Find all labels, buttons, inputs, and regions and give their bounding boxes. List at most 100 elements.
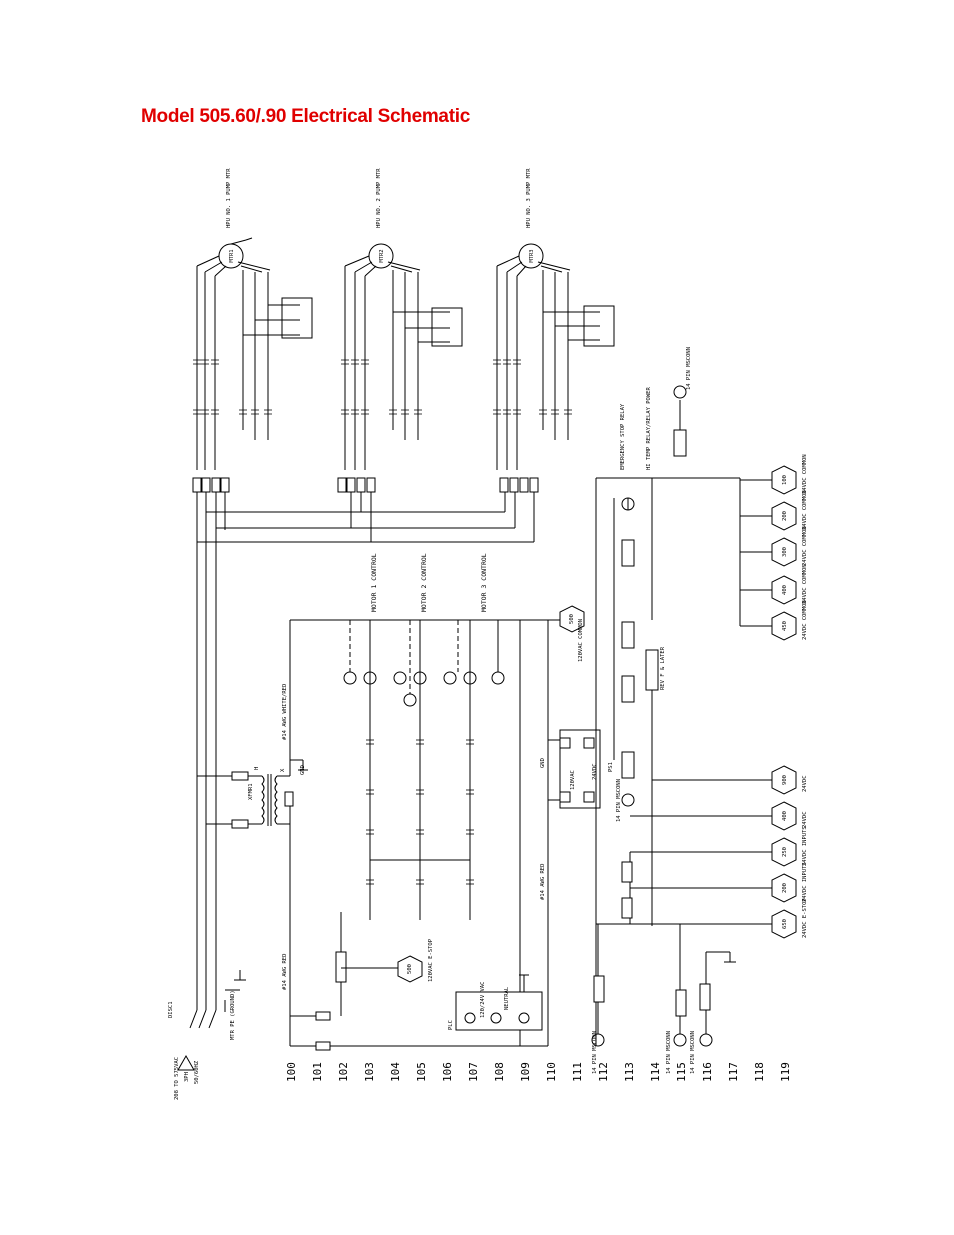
motor-3-tag: MTR3 [529,249,535,262]
svg-text:400: 400 [782,585,788,595]
rung-107: 107 [467,1062,480,1082]
svg-text:24VDC E-STOP: 24VDC E-STOP [802,898,808,938]
svg-text:500: 500 [569,614,575,624]
svg-text:200: 200 [782,511,788,521]
rung-100: 100 [285,1062,298,1082]
terminal-column-dc: 900 24VDC 400 24VDC 250 24VDC INPUTS 200… [771,765,808,939]
msconn-label-1: 14 PIN MSCONN [592,1031,598,1074]
wire-label-red-mid: #14 AWG RED [540,864,546,900]
msconn-label-mid: 14 PIN MSCONN [616,779,622,822]
motor-1-name: HPU NO. 1 PUMP MTR [226,168,232,228]
main-disconnect: DISC1 MTR PE (GROUND) 208 TO 575VAC 3PH … [168,970,246,1100]
svg-text:24VDC COMMON: 24VDC COMMON [802,454,808,494]
svg-text:24VDC COMMON: 24VDC COMMON [802,490,808,530]
svg-text:24VDC: 24VDC [802,775,808,792]
rung-112: 112 [597,1062,610,1082]
rung-108: 108 [493,1062,506,1082]
rung-116: 116 [701,1062,714,1082]
rung-110: 110 [545,1062,558,1082]
wire-label-white-red: #14 AWG WHITE/RED [282,684,288,740]
rung-117: 117 [727,1062,740,1082]
motor-1-control-rung [343,620,420,920]
power-supply-ps1: 120VAC 24VDC PS1 GND [540,729,614,809]
control-transformer: XFMR1 H X GND [197,620,308,1046]
svg-text:24VDC INPUTS: 24VDC INPUTS [802,826,808,866]
motor-3-control-rung [420,620,521,1046]
gnd-label-1: GND [300,765,306,775]
motor-2-symbol [368,243,394,269]
svg-text:450: 450 [782,621,788,631]
estop-branch: 500 120VAC E-STOP [290,912,434,1051]
rung-111: 111 [571,1062,584,1082]
svg-text:24VDC: 24VDC [592,763,598,780]
rung-114: 114 [649,1062,662,1082]
svg-text:GND: GND [540,758,546,768]
svg-text:24VDC COMMON: 24VDC COMMON [802,526,808,566]
motor-2-name: HPU NO. 2 PUMP MTR [376,168,382,228]
rung-109: 109 [519,1062,532,1082]
main-feed-lines [196,492,535,1010]
svg-text:208 TO 575VAC: 208 TO 575VAC [174,1057,180,1100]
plc-module: PLC 120/24V VAC NEUTRAL [448,974,543,1031]
msconn-label-3: 14 PIN MSCONN [690,1031,696,1074]
motor-contacts [193,359,572,415]
svg-text:50/60HZ: 50/60HZ [194,1060,200,1084]
rung-105: 105 [415,1062,428,1082]
transformer-tag: XFMR1 [248,783,254,800]
dc-relays [591,385,736,1047]
estop-relay-label: EMERGENCY STOP RELAY [620,403,626,470]
motor-section-1: MTR1 HPU NO. 1 PUMP MTR [196,168,313,470]
rung-113: 113 [623,1062,636,1082]
ladder-rails [290,619,564,1047]
terminal-column-common: 100 24VDC COMMON 200 24VDC COMMON 300 24… [771,454,808,641]
svg-text:3PH: 3PH [184,1072,190,1082]
svg-text:100: 100 [782,475,788,485]
svg-text:DISC1: DISC1 [168,1001,174,1018]
motor-1-tag: MTR1 [229,249,235,262]
svg-text:24VDC COMMON: 24VDC COMMON [802,600,808,640]
rung-118: 118 [753,1062,766,1082]
svg-text:120/24V VAC: 120/24V VAC [480,982,486,1018]
rev-f-label: REV F & LATER [660,646,666,690]
rung-103: 103 [363,1062,376,1082]
rung-101: 101 [311,1062,324,1082]
transformer-x-label: X [280,768,286,772]
hi-temp-relay-label: HI TEMP RELAY/RELAY POWER [646,387,652,470]
svg-text:24VDC COMMON: 24VDC COMMON [802,564,808,604]
rung-numbers: 100 101 102 103 104 105 106 107 108 109 … [285,1062,792,1082]
wire-label-red-left: #14 AWG RED [282,954,288,990]
terminal-500-control: 500 120VAC COMMON [559,605,585,662]
svg-text:120VAC: 120VAC [570,770,576,790]
dc-network [595,400,772,1046]
rung-106: 106 [441,1062,454,1082]
svg-text:300: 300 [782,547,788,557]
rung-119: 119 [779,1062,792,1082]
svg-text:250: 250 [782,847,788,857]
motor-2-tag: MTR2 [379,249,385,262]
motor-section-3: MTR3 HPU NO. 3 PUMP MTR [496,168,615,470]
msconn-label-2: 14 PIN MSCONN [666,1031,672,1074]
motor-2-control-label: MOTOR 2 CONTROL [420,553,428,612]
svg-text:120VAC E-STOP: 120VAC E-STOP [428,938,434,982]
svg-text:900: 900 [782,775,788,785]
svg-text:MTR PE (GROUND): MTR PE (GROUND) [230,990,236,1040]
motor-section-2: MTR2 HPU NO. 2 PUMP MTR [344,168,463,470]
svg-text:NEUTRAL: NEUTRAL [504,986,510,1010]
motor-1-control-label: MOTOR 1 CONTROL [370,553,378,612]
svg-text:200: 200 [782,883,788,893]
svg-text:24VDC INPUTS: 24VDC INPUTS [802,862,808,902]
rung-102: 102 [337,1062,350,1082]
svg-text:24VDC: 24VDC [802,811,808,828]
rung-104: 104 [389,1062,402,1082]
motor-2-control-rung [393,620,427,920]
svg-text:PS1: PS1 [608,762,614,772]
msconn-label-top: 14 PIN MSCONN [686,347,692,390]
page-title: Model 505.60/.90 Electrical Schematic [141,106,470,127]
motor-fuses [192,477,539,493]
svg-text:120VAC COMMON: 120VAC COMMON [578,619,584,662]
svg-text:650: 650 [782,919,788,929]
svg-text:PLC: PLC [448,1020,454,1030]
motor-3-control-label: MOTOR 3 CONTROL [480,553,488,612]
svg-text:400: 400 [782,811,788,821]
